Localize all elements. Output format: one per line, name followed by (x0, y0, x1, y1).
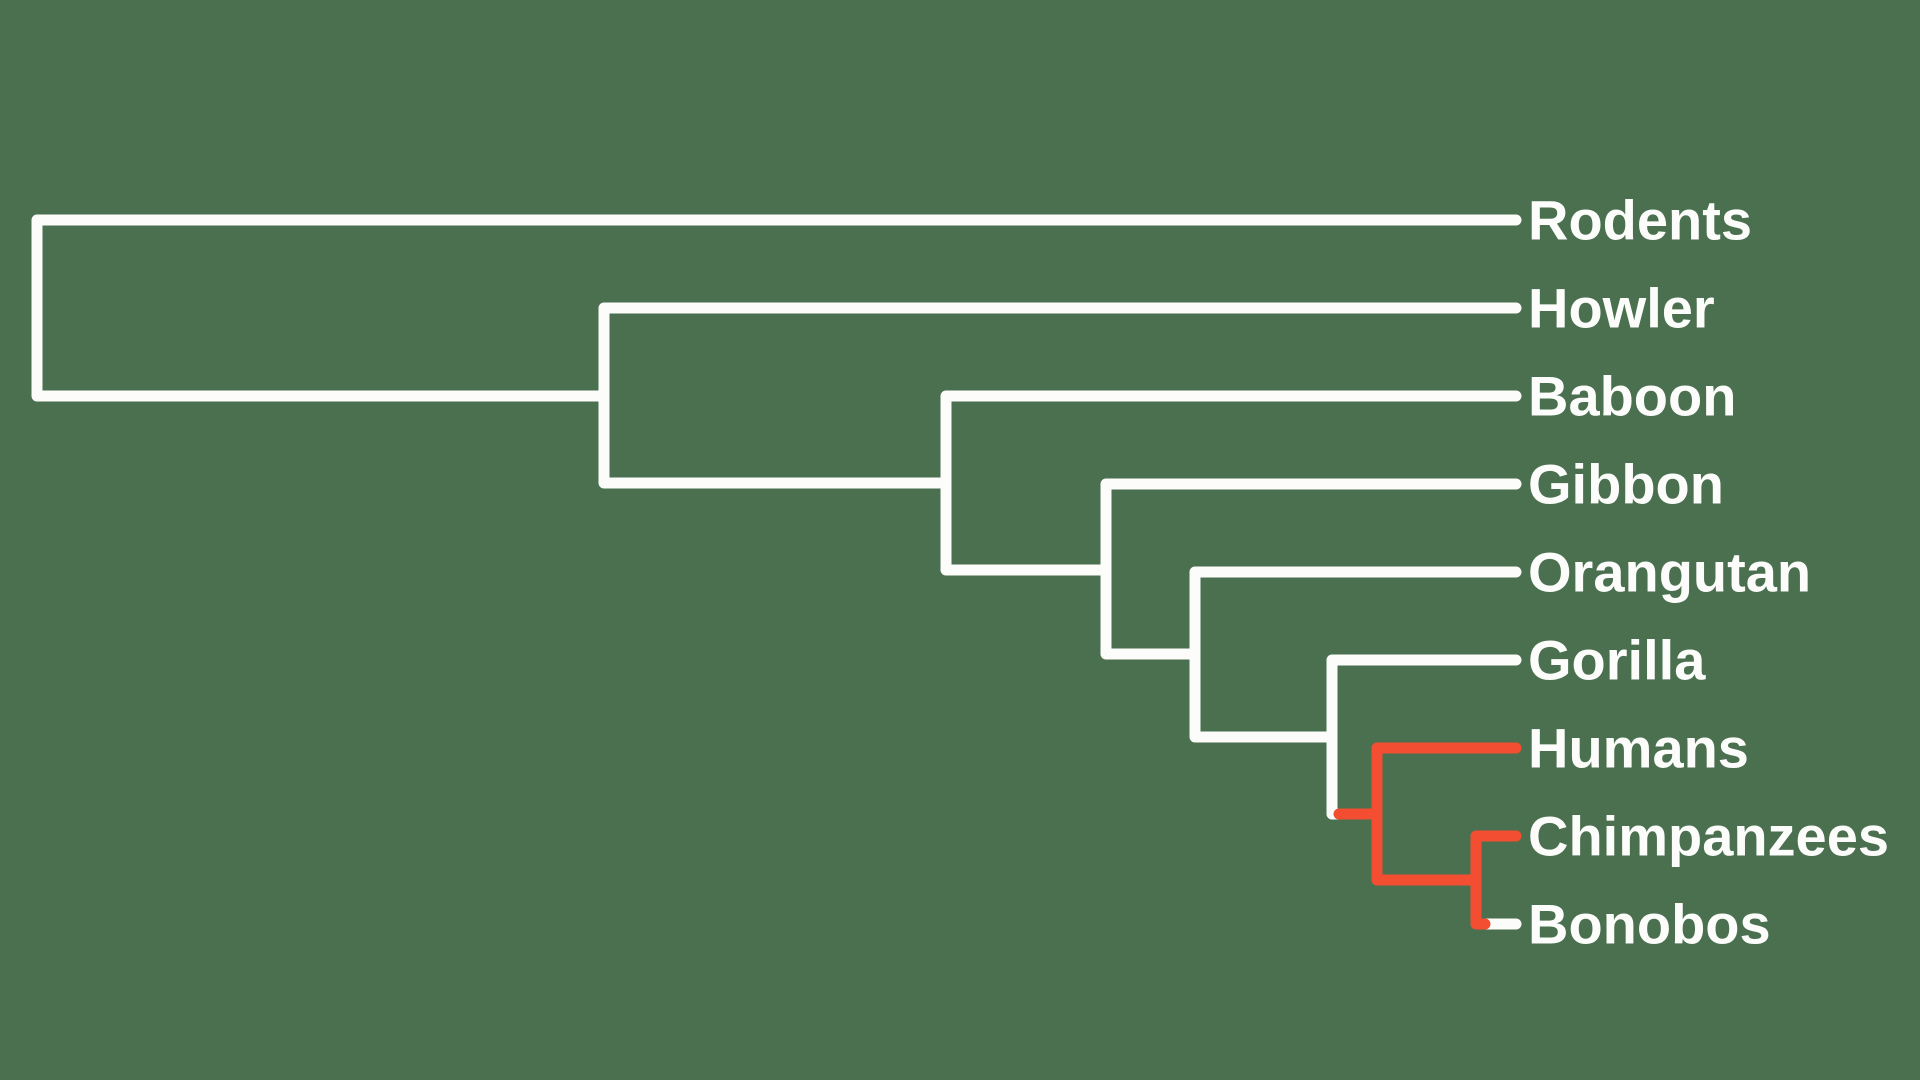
taxon-label-gibbon: Gibbon (1528, 453, 1724, 516)
edge-nodeB-baboon (940, 390, 1522, 576)
branch-layer (31, 214, 1522, 930)
taxon-label-howler: Howler (1528, 277, 1715, 340)
taxon-label-gorilla: Gorilla (1528, 629, 1706, 692)
edge-nodeC-gibbon (1100, 478, 1522, 660)
edge-nodeG-chimpanzees (1371, 808, 1522, 886)
taxon-label-rodents: Rodents (1528, 189, 1752, 252)
edge-nodeE-gorilla (1326, 654, 1522, 820)
taxon-label-baboon: Baboon (1528, 365, 1736, 428)
edge-nodeG-bonobos-elbow (1470, 874, 1491, 930)
edge-nodeD-orangutan (1189, 566, 1522, 743)
edge-root-rodents (31, 214, 1522, 402)
taxon-label-bonobos: Bonobos (1528, 893, 1771, 956)
edge-nodeA-howler (598, 302, 1522, 489)
taxon-label-humans: Humans (1528, 717, 1749, 780)
taxon-label-layer: RodentsHowlerBaboonGibbonOrangutanGorill… (1528, 189, 1889, 956)
taxon-label-orangutan: Orangutan (1528, 541, 1811, 604)
taxon-label-chimpanzees: Chimpanzees (1528, 805, 1889, 868)
edge-clade-stem-humans (1333, 742, 1522, 820)
